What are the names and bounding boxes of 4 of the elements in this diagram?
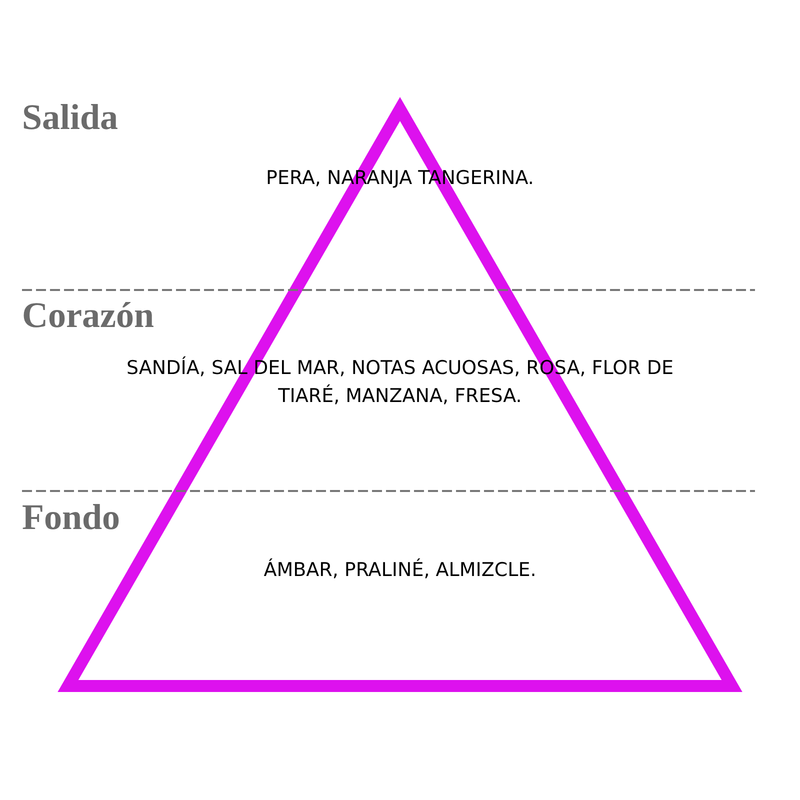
tier-heading: Fondo bbox=[22, 496, 120, 538]
notes-list: ÁMBAR, PRALINÉ, ALMIZCLE. bbox=[120, 556, 680, 584]
tier-heading: Salida bbox=[22, 96, 118, 138]
tier-heading: Corazón bbox=[22, 294, 154, 336]
